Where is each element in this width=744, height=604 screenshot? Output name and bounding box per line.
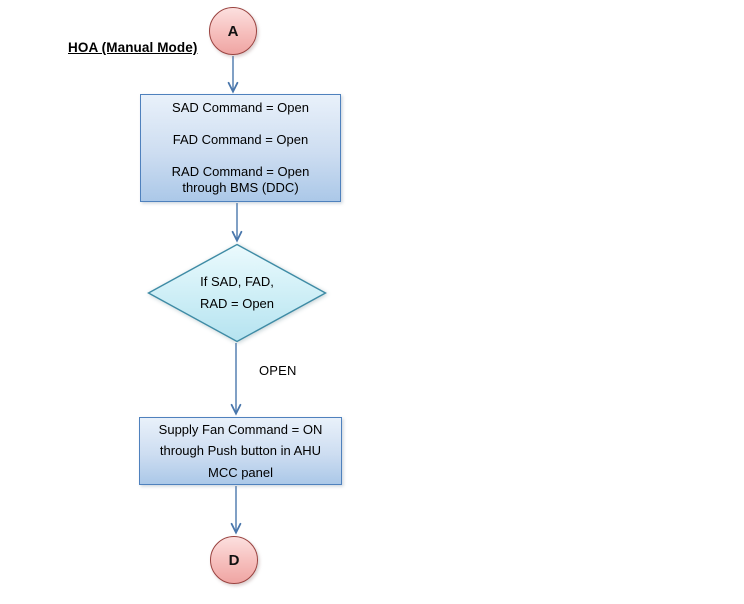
decision-line: If SAD, FAD, bbox=[200, 274, 274, 289]
process-line: Supply Fan Command = ON bbox=[158, 421, 323, 437]
end-connector-circle: D bbox=[210, 536, 258, 584]
process-box-supply-fan: Supply Fan Command = ON through Push but… bbox=[139, 417, 342, 485]
process-line: through BMS (DDC) bbox=[182, 180, 299, 195]
decision-text: If SAD, FAD, RAD = Open bbox=[147, 243, 327, 343]
end-connector-label: D bbox=[228, 551, 240, 569]
process-line: FAD Command = Open bbox=[172, 132, 309, 147]
process-line: SAD Command = Open bbox=[172, 100, 309, 115]
branch-label-open: OPEN bbox=[259, 363, 297, 378]
decision-line: RAD = Open bbox=[199, 296, 275, 311]
process-line: MCC panel bbox=[207, 464, 274, 480]
decision-diamond-shape bbox=[147, 243, 327, 343]
start-connector-label: A bbox=[227, 22, 239, 40]
process-line: through Push button in AHU bbox=[159, 443, 322, 459]
decision-diamond: If SAD, FAD, RAD = Open bbox=[147, 243, 327, 343]
process-line: RAD Command = Open bbox=[171, 164, 310, 179]
start-connector-circle: A bbox=[209, 7, 257, 55]
page-title: HOA (Manual Mode) bbox=[68, 40, 198, 55]
process-box-damper-commands: SAD Command = Open FAD Command = Open RA… bbox=[140, 94, 341, 202]
